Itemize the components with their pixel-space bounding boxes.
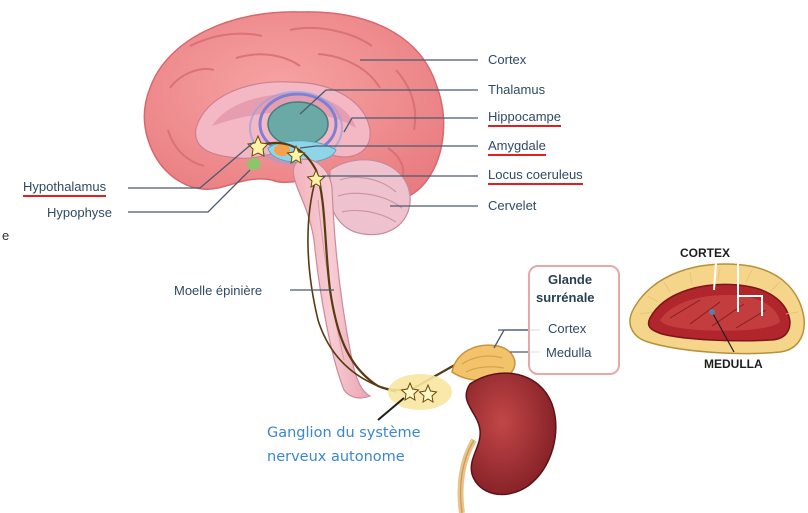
label-cervelet: Cervelet — [488, 198, 536, 213]
gland-title-line1: Glande — [548, 272, 592, 287]
section-label-cortex: CORTEX — [680, 246, 730, 261]
label-hypophyse: Hypophyse — [47, 205, 112, 220]
gland-title-line2: surrénale — [536, 290, 595, 305]
label-amygdale: Amygdale — [488, 138, 546, 156]
gland-label-cortex: Cortex — [548, 321, 586, 336]
label-hippocampe: Hippocampe — [488, 109, 561, 127]
label-locus-coeruleus: Locus coeruleus — [488, 167, 583, 185]
label-thalamus: Thalamus — [488, 82, 545, 97]
label-hypothalamus: Hypothalamus — [23, 179, 106, 197]
ganglion-pointer — [378, 398, 404, 420]
gland-label-medulla: Medulla — [546, 345, 592, 360]
edge-letter: e — [2, 228, 9, 243]
ganglion-caption-line2: nerveux autonome — [267, 446, 405, 468]
section-label-medulla: MEDULLA — [704, 357, 763, 372]
amygdala-shape — [274, 144, 290, 156]
ganglion-caption-line1: Ganglion du système — [267, 422, 421, 444]
thalamus-shape — [268, 102, 328, 146]
kidney-shape — [466, 373, 556, 494]
brain-illustration — [144, 12, 443, 398]
ureter — [461, 440, 475, 513]
label-cortex: Cortex — [488, 52, 526, 67]
adrenal-section-illustration — [630, 262, 804, 354]
label-moelle-epiniere: Moelle épinière — [174, 283, 262, 298]
hypophyse-shape — [247, 158, 261, 170]
